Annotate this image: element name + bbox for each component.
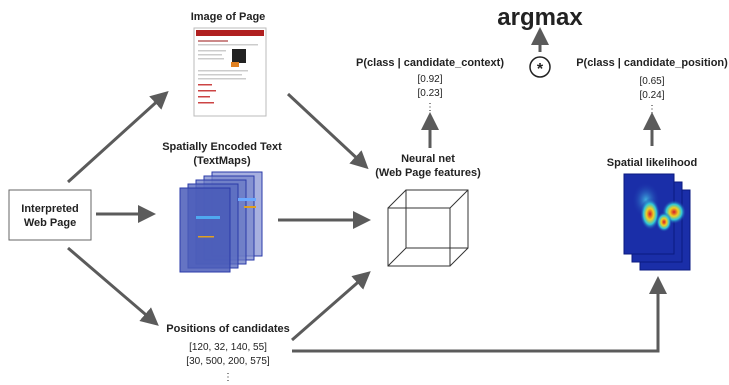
arrow-input-to-positions xyxy=(67,246,159,326)
textmaps-label-line1: Spatially Encoded Text xyxy=(162,141,282,153)
neural-net-cube xyxy=(387,189,469,267)
positions-label: Positions of candidates xyxy=(166,323,289,335)
spatial-likelihood-node: Spatial likelihood xyxy=(607,157,697,271)
spatial-likelihood-label: Spatial likelihood xyxy=(607,157,697,169)
heatmap-stack xyxy=(623,173,691,271)
context-prob-value-2: [0.23] xyxy=(417,88,442,99)
arrow-image-to-net xyxy=(286,92,369,170)
input-label-line2: Web Page xyxy=(24,217,76,229)
position-value-2: [30, 500, 200, 575] xyxy=(186,356,270,367)
multiply-symbol: * xyxy=(537,61,544,78)
image-of-page-label: Image of Page xyxy=(191,11,266,23)
position-prob-value-2: [0.24] xyxy=(639,90,664,101)
input-label-line1: Interpreted xyxy=(21,203,78,215)
neural-net-node: Neural net (Web Page features) xyxy=(375,153,481,267)
position-prob-ellipsis: ⋮ xyxy=(647,104,657,115)
arrow-positions-to-net xyxy=(291,271,371,342)
position-probability-node: P(class | candidate_position) [0.65] [0.… xyxy=(576,57,728,115)
arrow-positions-to-spatial xyxy=(292,276,667,353)
textmaps-label-line2: (TextMaps) xyxy=(193,155,251,167)
neural-net-label-line1: Neural net xyxy=(401,153,455,165)
image-of-page-node: Image of Page xyxy=(191,11,267,117)
page-thumbnail xyxy=(193,27,267,117)
context-probability-node: P(class | candidate_context) [0.92] [0.2… xyxy=(356,57,504,113)
arrows xyxy=(66,27,667,353)
context-prob-ellipsis: ⋮ xyxy=(425,102,435,113)
arrow-input-to-image xyxy=(66,90,169,184)
textmaps-node: Spatially Encoded Text (TextMaps) xyxy=(162,141,282,273)
textmaps-stack xyxy=(179,171,263,273)
interpreted-web-page-node: Interpreted Web Page xyxy=(8,189,92,241)
context-prob-value-1: [0.92] xyxy=(417,74,442,85)
argmax-title: argmax xyxy=(497,4,583,31)
positions-node: Positions of candidates [120, 32, 140, 5… xyxy=(166,323,289,383)
position-value-1: [120, 32, 140, 55] xyxy=(189,342,267,353)
position-prob-value-1: [0.65] xyxy=(639,76,664,87)
position-prob-label: P(class | candidate_position) xyxy=(576,57,728,69)
context-prob-label: P(class | candidate_context) xyxy=(356,57,504,69)
positions-ellipsis: ⋮ xyxy=(223,372,233,383)
neural-net-label-line2: (Web Page features) xyxy=(375,167,481,179)
multiply-operator: * xyxy=(529,56,551,78)
